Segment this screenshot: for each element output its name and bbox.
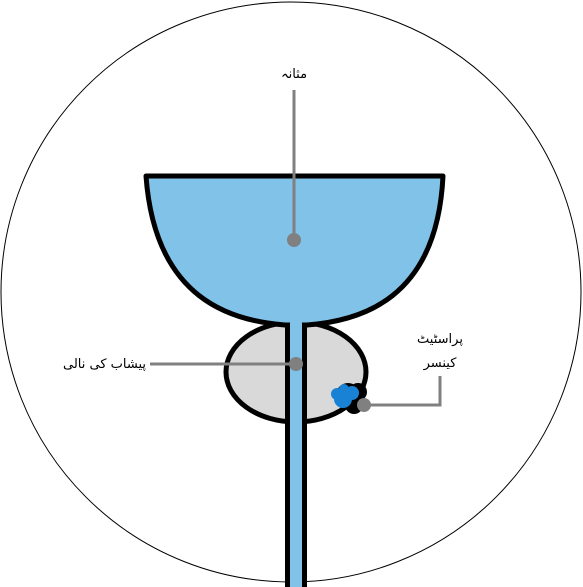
cancer-label-line2: کینسر [423, 356, 458, 371]
leader-dots [287, 233, 371, 412]
bladder-shape [143, 173, 446, 328]
bladder-neck [290, 316, 302, 330]
leader-lines [150, 90, 442, 407]
urethra-dot [289, 357, 303, 371]
cancer-label-line1: پراسٹیٹ [417, 332, 463, 347]
urethra-tube [285, 318, 307, 587]
bladder-dot [287, 233, 301, 247]
cancer-leader [364, 376, 442, 407]
urethra-label: پیشاب کی نالی [63, 357, 146, 372]
tumor-blob [331, 383, 367, 414]
cancer-dot [357, 398, 371, 412]
bladder-label: مثانہ [281, 67, 307, 82]
